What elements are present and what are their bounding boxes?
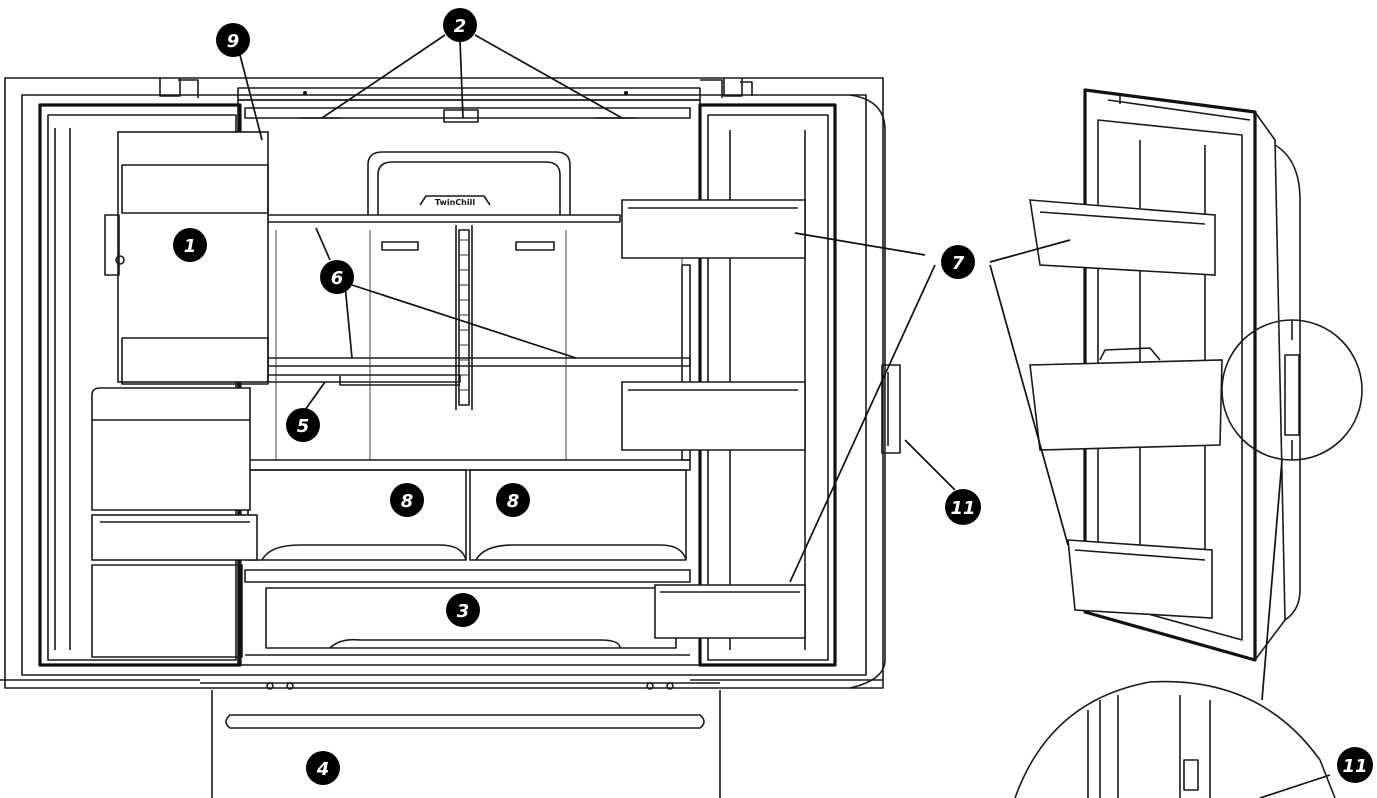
callout-label: 8 — [401, 491, 414, 512]
callout-label: 8 — [507, 491, 520, 512]
freezer-drawer — [211, 690, 721, 798]
callout-3: 3 — [446, 593, 480, 627]
callout-8-right: 8 — [496, 483, 530, 517]
callout-1: 1 — [173, 228, 207, 262]
callout-label: 11 — [950, 498, 975, 519]
callout-8-left: 8 — [390, 483, 424, 517]
leader-lines — [239, 34, 1071, 583]
callout-label: 5 — [297, 416, 310, 437]
callout-4: 4 — [306, 751, 340, 785]
callout-label: 3 — [457, 601, 470, 622]
callout-label: 6 — [331, 268, 344, 289]
callout-label: 11 — [1342, 756, 1367, 777]
callout-label: 4 — [316, 759, 330, 780]
left-door — [38, 103, 269, 667]
detail-zoom — [1014, 680, 1336, 798]
detail-magnifier — [1221, 319, 1363, 701]
callout-label: 7 — [952, 253, 965, 274]
detached-door — [1029, 88, 1301, 662]
callout-6: 6 — [320, 260, 354, 294]
twinchill-label: TwinChill — [435, 198, 475, 207]
right-door — [621, 94, 901, 689]
callout-11-main: 11 — [945, 489, 981, 525]
callout-9: 9 — [216, 23, 250, 57]
callout-11-detail: 11 — [1337, 747, 1373, 783]
callout-label: 2 — [454, 16, 467, 37]
callout-label: 9 — [227, 31, 240, 52]
callout-5: 5 — [286, 408, 320, 442]
callout-label: 1 — [184, 236, 197, 257]
callout-2: 2 — [443, 8, 477, 42]
callout-7: 7 — [941, 245, 975, 279]
